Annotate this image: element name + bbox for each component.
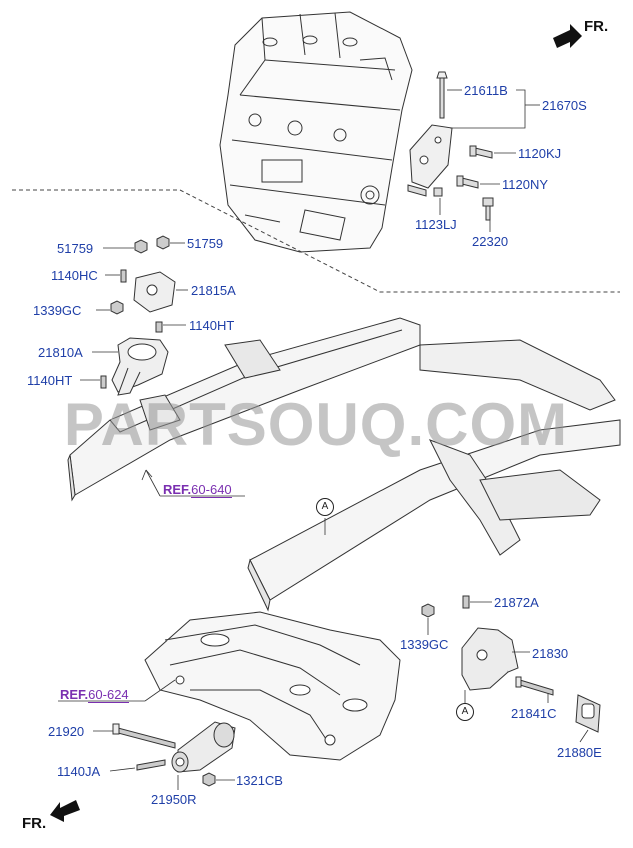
leader-lines-left: [80, 242, 188, 381]
leader-lines-right: [324, 518, 589, 743]
reference-code: 60-640: [191, 482, 232, 498]
leader-lines-bottom: [93, 730, 235, 790]
callout-1140ja[interactable]: 1140JA: [57, 764, 101, 779]
callout-21810a[interactable]: 21810A: [38, 345, 83, 360]
front-arrow-bottom-icon: [50, 800, 80, 822]
engine-block-drawing: [219, 11, 413, 253]
callout-1123lj[interactable]: 1123LJ: [415, 217, 457, 232]
callout-21841c[interactable]: 21841C: [511, 706, 557, 721]
callout-21815a[interactable]: 21815A: [191, 283, 236, 298]
marker-a-bottom[interactable]: A: [456, 703, 474, 721]
leader-lines-upper: [439, 89, 540, 232]
callout-22320[interactable]: 22320: [472, 234, 509, 249]
subframe-drawing: [144, 611, 401, 761]
callout-51759-right[interactable]: 51759: [187, 236, 224, 251]
callout-1120ny[interactable]: 1120NY: [502, 177, 549, 192]
callout-1120kj[interactable]: 1120KJ: [518, 146, 562, 161]
callout-21872a[interactable]: 21872A: [494, 595, 539, 610]
callout-1339gc-upper[interactable]: 1339GC: [33, 303, 82, 318]
callout-21830[interactable]: 21830: [532, 646, 569, 661]
callout-51759-left[interactable]: 51759: [57, 241, 94, 256]
rear-mount-drawing: [112, 721, 236, 787]
callout-21920[interactable]: 21920: [48, 724, 85, 739]
callout-1140ht-lower[interactable]: 1140HT: [27, 373, 73, 388]
front-label-top: FR.: [584, 18, 609, 35]
left-mount-assembly-drawing: [100, 235, 176, 396]
reference-60-640[interactable]: REF.60-640: [163, 482, 232, 498]
marker-a-top[interactable]: A: [316, 498, 334, 516]
callout-21950r[interactable]: 21950R: [151, 792, 197, 807]
callout-1339gc-lower[interactable]: 1339GC: [400, 637, 449, 652]
front-arrow-top-icon: [553, 24, 582, 48]
section-divider-line: [12, 189, 620, 293]
callout-1140hc[interactable]: 1140HC: [51, 268, 98, 283]
callout-21880e[interactable]: 21880E: [557, 745, 602, 760]
front-label-bottom: FR.: [22, 815, 47, 832]
reference-prefix: REF.: [60, 687, 89, 702]
bracket-21670s-drawing: [409, 71, 453, 189]
callout-1140ht-upper[interactable]: 1140HT: [189, 318, 235, 333]
reference-code: 60-624: [88, 687, 129, 703]
callout-1321cb[interactable]: 1321CB: [236, 773, 283, 788]
right-mount-drawing: [421, 595, 601, 733]
callout-21670s[interactable]: 21670S: [542, 98, 587, 113]
bolts-upper-drawing: [407, 145, 494, 221]
reference-prefix: REF.: [163, 482, 192, 497]
ref-60-624-leader: [58, 679, 176, 702]
frame-rail-drawing: [67, 317, 621, 612]
ref-60-640-arrow: [141, 469, 245, 497]
reference-60-624[interactable]: REF.60-624: [60, 687, 129, 703]
callout-21611b[interactable]: 21611B: [464, 83, 508, 98]
